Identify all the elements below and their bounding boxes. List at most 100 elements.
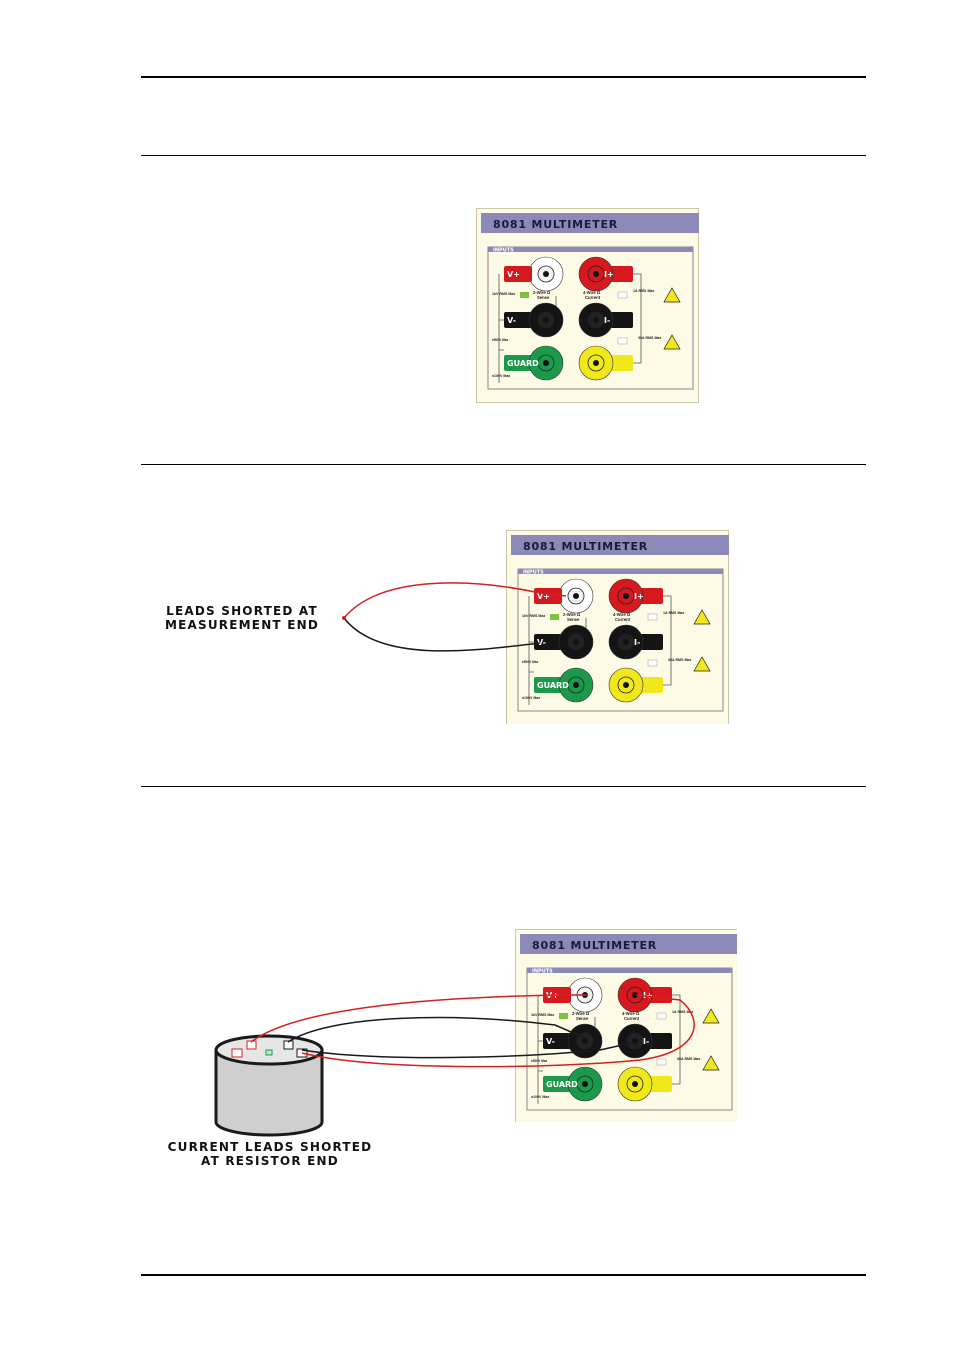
yellow-hole	[593, 360, 599, 366]
panel-title: 8081 MULTIMETER	[493, 218, 618, 231]
warning-icon	[693, 656, 711, 672]
vminus-rating-label: ±500V Max	[522, 660, 539, 664]
sense-indicator	[520, 292, 529, 298]
iplus-label: I+	[643, 991, 653, 1000]
inputs-label: INPUTS	[532, 969, 553, 975]
v-rating-label: 1kV RMS Max	[492, 292, 515, 296]
iminus-hole	[593, 317, 599, 323]
iminus-label: I-	[643, 1037, 649, 1046]
guard-hole	[582, 1081, 588, 1087]
fig2-caption: LEADS SHORTED AT MEASUREMENT END	[146, 604, 338, 632]
inputs-bar	[488, 247, 693, 252]
vminus-tab	[534, 634, 564, 650]
four-wire-label: 4-Wire Ω	[613, 612, 631, 617]
iminus-label: I-	[634, 638, 640, 647]
fig3-caption-line1: CURRENT LEADS SHORTED	[167, 1140, 373, 1154]
fig2-caption-line2: MEASUREMENT END	[165, 618, 319, 632]
vplus-white-hole	[573, 593, 579, 599]
fig2-caption-line1: LEADS SHORTED AT	[166, 604, 318, 618]
vplus-white-hole	[582, 992, 588, 998]
inputs-bar	[527, 968, 732, 973]
panel-header	[520, 934, 737, 954]
vminus-rating-label: ±500V Max	[492, 338, 509, 342]
section-rule-2	[141, 464, 866, 465]
iplus-label: I+	[604, 270, 614, 279]
guard-tab	[504, 355, 536, 371]
fig3-caption-line2: AT RESISTOR END	[201, 1154, 339, 1168]
i-rating-30a-label: 30A RMS Max	[668, 658, 691, 662]
multimeter-panel-fig2: 8081 MULTIMETER INPUTS V+ V- GUARD I+ I- 2-Wire…	[506, 530, 730, 724]
top-rule	[141, 76, 866, 78]
two-wire-label: 2-Wire Ω	[533, 290, 551, 295]
warning-icon	[702, 1055, 720, 1071]
warning-icon	[693, 609, 711, 625]
guard-rating-label: ±100V Max	[522, 696, 540, 700]
sense-indicator	[550, 614, 559, 620]
inputs-label: INPUTS	[493, 248, 514, 254]
panel-header	[481, 213, 699, 233]
guard-rating-label: ±100V Max	[531, 1095, 549, 1099]
current-indicator-2	[617, 337, 628, 345]
v-rating-label: 1kV RMS Max	[531, 1013, 554, 1017]
vminus-label: V-	[537, 638, 546, 647]
iplus-hole	[632, 992, 638, 998]
current-label: Current	[615, 617, 631, 622]
guard-hole	[573, 682, 579, 688]
four-wire-label: 4-Wire Ω	[583, 290, 601, 295]
section-rule-3	[141, 786, 866, 787]
current-indicator	[656, 1012, 667, 1020]
bottom-rule	[141, 1274, 866, 1276]
resistor-icon	[214, 1034, 324, 1137]
guard-label: GUARD	[546, 1080, 578, 1089]
current-indicator-2	[647, 659, 658, 667]
vminus-hole	[543, 317, 549, 323]
yellow-hole	[623, 682, 629, 688]
guard-label: GUARD	[507, 359, 539, 368]
vminus-hole	[573, 639, 579, 645]
guard-label: GUARD	[537, 681, 569, 690]
vplus-label: V+	[537, 592, 550, 601]
current-indicator-2	[656, 1058, 667, 1066]
i-rating-30a-label: 30A RMS Max	[638, 336, 661, 340]
vplus-label: V+	[507, 270, 520, 279]
iminus-label: I-	[604, 316, 610, 325]
vminus-label: V-	[507, 316, 516, 325]
warning-icon	[702, 1008, 720, 1024]
panel-title: 8081 MULTIMETER	[523, 540, 648, 553]
vminus-tab	[504, 312, 534, 328]
vplus-label: V+	[546, 991, 559, 1000]
inputs-label: INPUTS	[523, 570, 544, 576]
guard-rating-label: ±100V Max	[492, 374, 510, 378]
guard-hole	[543, 360, 549, 366]
panel-header	[511, 535, 729, 555]
vminus-rating-label: ±500V Max	[531, 1059, 548, 1063]
iminus-hole	[632, 1038, 638, 1044]
panel-title: 8081 MULTIMETER	[532, 939, 657, 952]
warning-icon	[663, 287, 681, 303]
two-wire-label: 2-Wire Ω	[563, 612, 581, 617]
iplus-hole	[623, 593, 629, 599]
sense-indicator	[559, 1013, 568, 1019]
vminus-label: V-	[546, 1037, 555, 1046]
sense-label: Sense	[537, 295, 550, 300]
fig2-short-point	[342, 616, 346, 620]
i-rating-1a-label: 1A RMS Max	[633, 289, 654, 293]
vminus-hole	[582, 1038, 588, 1044]
warning-icon	[663, 334, 681, 350]
yellow-hole	[632, 1081, 638, 1087]
iminus-hole	[623, 639, 629, 645]
vplus-white-hole	[543, 271, 549, 277]
sense-label: Sense	[576, 1016, 589, 1021]
i-rating-1a-label: 1A RMS Max	[663, 611, 684, 615]
i-rating-1a-label: 1A RMS Max	[672, 1010, 693, 1014]
multimeter-panel-fig1: 8081 MULTIMETER INPUTS V+ V- GUARD I+ I- 2-Wire…	[476, 208, 699, 403]
i-rating-30a-label: 30A RMS Max	[677, 1057, 700, 1061]
sense-label: Sense	[567, 617, 580, 622]
vplus-tab	[504, 266, 532, 282]
iplus-label: I+	[634, 592, 644, 601]
inputs-bar	[518, 569, 723, 574]
current-indicator	[647, 613, 658, 621]
v-rating-label: 1kV RMS Max	[522, 614, 545, 618]
current-label: Current	[624, 1016, 640, 1021]
